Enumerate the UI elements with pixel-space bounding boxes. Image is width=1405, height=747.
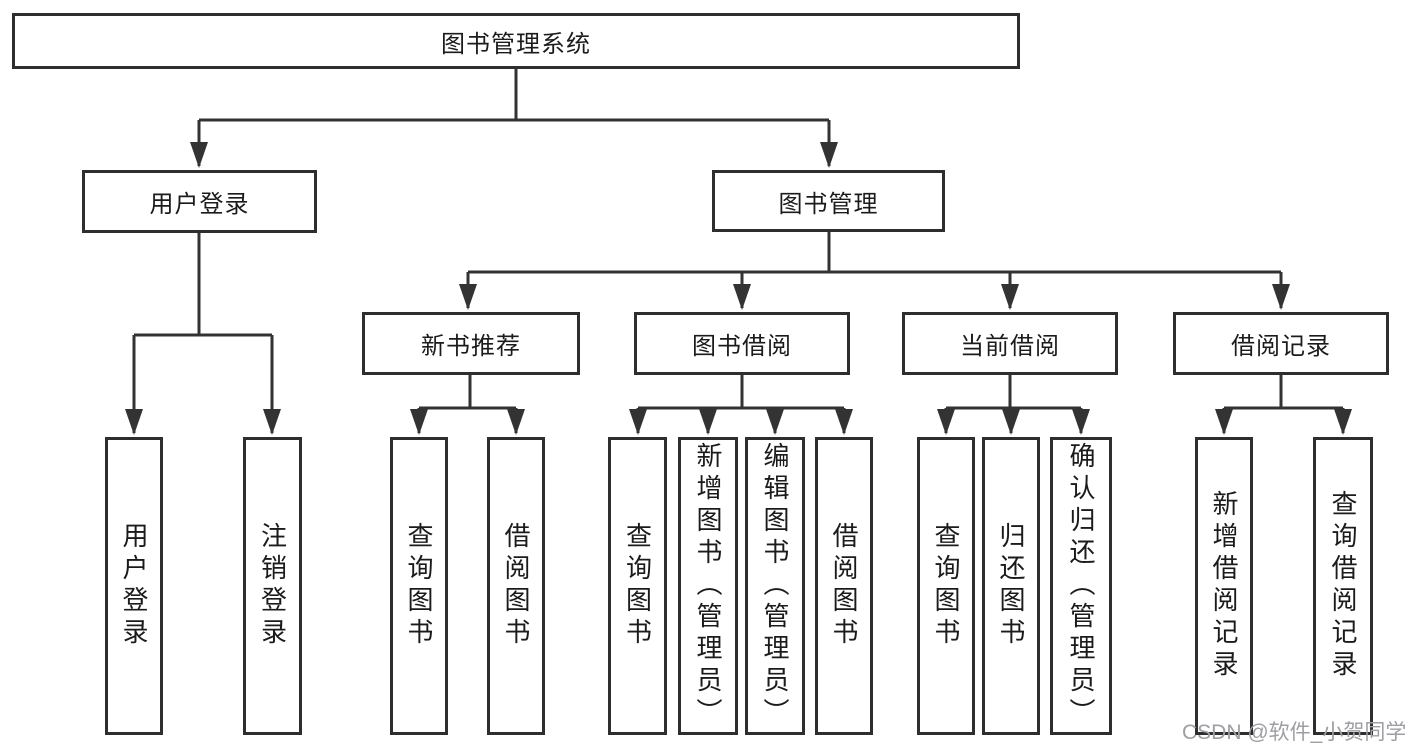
leaf-query-books-current-label: 查询图书 xyxy=(931,522,961,650)
node-current-borrowing: 当前借阅 xyxy=(902,312,1118,375)
leaf-logout: 注销登录 xyxy=(243,437,302,735)
leaf-borrow-books-borrowing: 借阅图书 xyxy=(815,437,873,735)
node-borrow-records-label: 借阅记录 xyxy=(1231,333,1331,360)
leaf-edit-book-admin: 编辑图书（管理员） xyxy=(745,437,805,735)
leaf-return-books: 归还图书 xyxy=(982,437,1040,735)
leaf-user-login-label: 用户登录 xyxy=(119,522,149,650)
leaf-query-borrow-record-label: 查询借阅记录 xyxy=(1328,490,1358,682)
leaf-add-book-admin-label: 新增图书（管理员） xyxy=(693,442,723,730)
node-borrow-records: 借阅记录 xyxy=(1173,312,1389,375)
node-book-management: 图书管理 xyxy=(712,170,945,232)
node-book-borrowing: 图书借阅 xyxy=(634,312,850,375)
node-new-book-recommend-label: 新书推荐 xyxy=(421,333,521,360)
leaf-query-borrow-record: 查询借阅记录 xyxy=(1313,437,1373,735)
leaf-borrow-books-borrowing-label: 借阅图书 xyxy=(829,522,859,650)
csdn-watermark: CSDN @软件_小贺同学 xyxy=(1182,721,1405,744)
leaf-add-borrow-record: 新增借阅记录 xyxy=(1195,437,1253,735)
leaf-query-books-borrowing-label: 查询图书 xyxy=(622,522,653,650)
node-new-book-recommend: 新书推荐 xyxy=(362,312,580,375)
leaf-borrow-books-recommend-label: 借阅图书 xyxy=(501,522,531,650)
leaf-user-login: 用户登录 xyxy=(105,437,163,735)
node-library-system-label: 图书管理系统 xyxy=(441,30,591,58)
leaf-edit-book-admin-label: 编辑图书（管理员） xyxy=(760,442,790,730)
leaf-query-books-recommend: 查询图书 xyxy=(390,437,448,735)
leaf-confirm-return-admin-label: 确认归还（管理员） xyxy=(1066,442,1096,730)
node-library-system: 图书管理系统 xyxy=(12,13,1020,69)
node-user-login-label: 用户登录 xyxy=(149,191,250,218)
leaf-logout-label: 注销登录 xyxy=(257,522,288,650)
leaf-query-books-current: 查询图书 xyxy=(917,437,975,735)
leaf-borrow-books-recommend: 借阅图书 xyxy=(487,437,545,735)
node-book-borrowing-label: 图书借阅 xyxy=(692,333,792,360)
leaf-confirm-return-admin: 确认归还（管理员） xyxy=(1050,437,1112,735)
leaf-return-books-label: 归还图书 xyxy=(996,522,1026,650)
leaf-query-books-recommend-label: 查询图书 xyxy=(404,522,434,650)
leaf-query-books-borrowing: 查询图书 xyxy=(608,437,667,735)
node-user-login: 用户登录 xyxy=(82,170,317,233)
leaf-add-borrow-record-label: 新增借阅记录 xyxy=(1209,490,1239,682)
node-current-borrowing-label: 当前借阅 xyxy=(960,333,1060,360)
node-book-management-label: 图书管理 xyxy=(778,190,879,218)
leaf-add-book-admin: 新增图书（管理员） xyxy=(678,437,738,735)
